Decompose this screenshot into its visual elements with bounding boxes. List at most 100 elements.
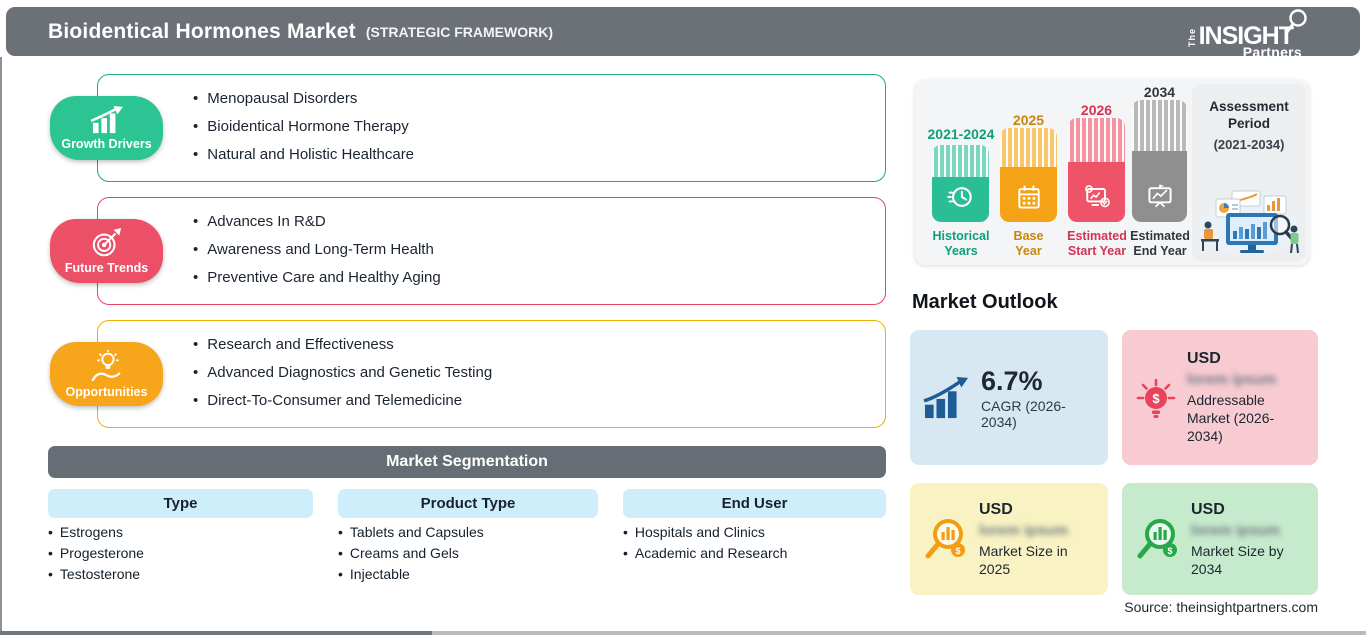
bar-chart-growth-icon	[90, 105, 123, 134]
future-trends-list: Advances In R&D Awareness and Long-Term …	[98, 198, 885, 287]
opportunities-box: Research and Effectiveness Advanced Diag…	[97, 320, 886, 428]
list-item: Direct-To-Consumer and Telemedicine	[193, 392, 885, 410]
list-item: Preventive Care and Healthy Aging	[193, 269, 885, 287]
list-item: Menopausal Disorders	[193, 90, 885, 108]
dollar-bulb-icon: $	[1136, 378, 1176, 418]
card-label: Addressable Market (2026-2034)	[1187, 392, 1275, 444]
label-line: End Year	[1133, 244, 1187, 258]
card-label: Market Size by 2034	[1191, 542, 1284, 577]
cagr-card: 6.7% CAGR (2026-2034)	[910, 330, 1108, 465]
history-clock-icon	[946, 187, 972, 207]
cagr-growth-icon	[923, 376, 969, 418]
timeline-year: 2034	[1143, 84, 1176, 100]
header-bar: Bioidentical Hormones Market (STRATEGIC …	[6, 7, 1360, 56]
logo-partners-text: Partners	[1242, 44, 1302, 60]
timeline-year: 2021-2024	[927, 126, 995, 142]
opportunities-list: Research and Effectiveness Advanced Diag…	[98, 321, 885, 410]
list-item: Progesterone	[48, 546, 144, 560]
end-user-list: Hospitals and Clinics Academic and Resea…	[623, 525, 788, 567]
market-size-2025-card: $ USD lorem ipsum Market Size in 2025	[910, 483, 1108, 595]
magnifier-icon	[1286, 9, 1307, 34]
market-size-2034-card: $ USD lorem ipsum Market Size by 2034	[1122, 483, 1318, 595]
segment-column-end-user: End User	[623, 489, 886, 518]
timeline-bar-label: Estimated Start Year	[1061, 229, 1133, 259]
timeline-bar-label: Historical Years	[926, 229, 996, 259]
page-title: Bioidentical Hormones Market	[48, 19, 356, 43]
page-bottom-border-left	[0, 631, 432, 635]
timeline-bar-label: Base Year	[1000, 229, 1057, 259]
timeline-bar-label: Estimated End Year	[1126, 229, 1194, 259]
list-item: Testosterone	[48, 567, 144, 581]
computer-gear-icon	[1084, 185, 1110, 208]
base-year-bar	[1000, 128, 1057, 222]
opportunities-badge: Opportunities	[50, 342, 163, 406]
estimated-end-year-bar	[1132, 100, 1187, 222]
currency-label: USD	[1187, 350, 1221, 367]
list-item: Advanced Diagnostics and Genetic Testing	[193, 364, 885, 382]
logo-the-text: The	[1186, 27, 1197, 47]
card-label: Market Size in 2025	[979, 542, 1068, 577]
badge-label: Opportunities	[65, 385, 148, 399]
blurred-value: lorem ipsum	[979, 521, 1069, 539]
assessment-period-panel: Assessment Period (2021-2034)	[1192, 84, 1306, 261]
label-line: Years	[944, 244, 978, 258]
label-line: Estimated	[1067, 229, 1127, 243]
cagr-label: CAGR (2026-2034)	[981, 397, 1066, 430]
future-trends-badge: Future Trends	[50, 219, 163, 283]
svg-text:$: $	[1167, 546, 1172, 556]
hand-lightbulb-icon	[91, 349, 120, 382]
growth-drivers-badge: Growth Drivers	[50, 96, 163, 160]
presentation-chart-icon	[1147, 184, 1172, 208]
addressable-market-card: $ USD lorem ipsum Addressable Market (20…	[1122, 330, 1318, 465]
label-line: Base	[1013, 229, 1044, 243]
product-type-list: Tablets and Capsules Creams and Gels Inj…	[338, 525, 484, 588]
target-dart-icon	[92, 227, 121, 257]
page-subtitle: (STRATEGIC FRAMEWORK)	[365, 23, 554, 40]
analytics-illustration	[1199, 190, 1299, 255]
magnifier-dollar-icon: $	[925, 519, 965, 559]
blurred-value: lorem ipsum	[1191, 521, 1281, 539]
svg-text:$: $	[955, 546, 960, 556]
growth-drivers-list: Menopausal Disorders Bioidentical Hormon…	[98, 75, 885, 164]
page-left-border	[0, 57, 2, 635]
list-item: Hospitals and Clinics	[623, 525, 787, 539]
list-item: Injectable	[338, 567, 484, 581]
magnifier-dollar-icon: $	[1137, 519, 1177, 559]
list-item: Academic and Research	[623, 546, 788, 560]
label-line: Historical	[932, 229, 990, 243]
calendar-icon	[1017, 185, 1040, 209]
list-item: Bioidentical Hormone Therapy	[193, 118, 885, 136]
list-item: Research and Effectiveness	[193, 336, 885, 354]
future-trends-box: Advances In R&D Awareness and Long-Term …	[97, 197, 886, 305]
blurred-value: lorem ipsum	[1187, 371, 1277, 388]
insight-partners-logo: The INSIGHT Partners	[1186, 9, 1308, 60]
timeline-year: 2026	[1080, 102, 1113, 118]
assessment-range: (2021-2034)	[1213, 137, 1285, 152]
segment-column-type: Type	[48, 489, 313, 518]
timeline-year: 2025	[1012, 112, 1045, 128]
label-line: Estimated	[1130, 229, 1190, 243]
segment-column-product-type: Product Type	[338, 489, 598, 518]
growth-drivers-box: Menopausal Disorders Bioidentical Hormon…	[97, 74, 886, 182]
currency-label: USD	[1191, 500, 1225, 518]
historical-years-bar	[932, 145, 989, 222]
page-bottom-border-right	[432, 631, 1366, 635]
list-item: Creams and Gels	[338, 546, 484, 560]
assessment-title: Period	[1227, 116, 1270, 131]
list-item: Estrogens	[48, 525, 144, 539]
estimated-start-year-bar	[1068, 118, 1125, 222]
market-outlook-title: Market Outlook	[912, 291, 1058, 313]
label-line: Year	[1015, 244, 1042, 258]
badge-label: Growth Drivers	[61, 137, 152, 151]
logo-name-text: INSIGHT	[1198, 21, 1294, 50]
currency-label: USD	[979, 500, 1013, 518]
list-item: Awareness and Long-Term Health	[193, 241, 885, 259]
label-line: Start Year	[1067, 244, 1127, 258]
list-item: Natural and Holistic Healthcare	[193, 146, 885, 164]
svg-text:$: $	[1152, 391, 1160, 406]
source-attribution: Source: theinsightpartners.com	[1124, 599, 1318, 615]
market-segmentation-header: Market Segmentation	[48, 446, 886, 478]
assessment-title: Assessment	[1209, 99, 1289, 114]
cagr-value: 6.7%	[981, 365, 1043, 396]
type-list: Estrogens Progesterone Testosterone	[48, 525, 144, 588]
